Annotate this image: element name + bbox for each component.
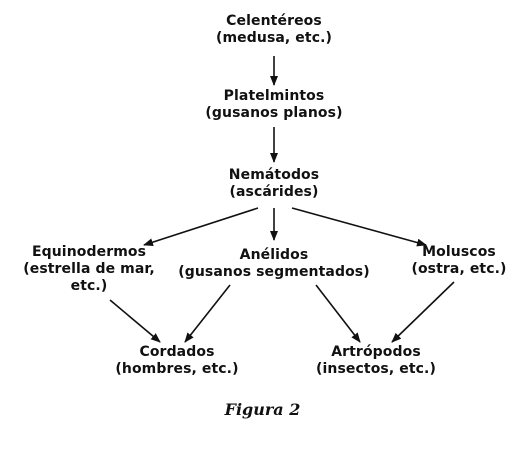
arrow-moluscos-to-artropodos [391, 281, 455, 343]
node-platelmintos: Platelmintos (gusanos planos) [194, 88, 354, 122]
node-nematodos-name: Nemátodos [228, 167, 320, 183]
node-platelmintos-example: (gusanos planos) [205, 105, 343, 121]
node-anelidos-example: (gusanos segmentados) [178, 264, 370, 280]
node-artropodos-name: Artrópodos [331, 344, 421, 360]
arrow-nematodos-to-equinodermos [143, 207, 259, 247]
node-equinodermos-name: Equinodermos [31, 244, 147, 260]
node-nematodos-example: (ascárides) [229, 184, 319, 200]
node-platelmintos-name: Platelmintos [223, 88, 325, 104]
node-moluscos-name: Moluscos [422, 244, 496, 260]
node-anelidos-name: Anélidos [239, 247, 309, 263]
node-celentereos-name: Celentéreos [226, 13, 322, 29]
node-anelidos: Anélidos (gusanos segmentados) [174, 247, 374, 281]
node-cordados-name: Cordados [139, 344, 215, 360]
node-equinodermos-example: (estrella de mar, [23, 261, 155, 277]
node-artropodos: Artrópodos (insectos, etc.) [306, 344, 446, 378]
node-moluscos-example: (ostra, etc.) [411, 261, 507, 277]
node-celentereos: Celentéreos (medusa, etc.) [204, 13, 344, 47]
node-equinodermos-example-cont: etc.) [70, 278, 108, 294]
arrow-equinodermos-to-cordados [109, 299, 161, 343]
arrow-nematodos-to-moluscos [291, 207, 427, 247]
node-moluscos: Moluscos (ostra, etc.) [404, 244, 514, 278]
node-celentereos-example: (medusa, etc.) [215, 30, 333, 46]
figure-caption: Figura 2 [224, 400, 301, 419]
arrow-anelidos-to-artropodos [315, 284, 361, 343]
node-nematodos: Nemátodos (ascárides) [209, 167, 339, 201]
node-artropodos-example: (insectos, etc.) [316, 361, 436, 377]
node-cordados: Cordados (hombres, etc.) [107, 344, 247, 378]
node-equinodermos: Equinodermos (estrella de mar, etc.) [14, 244, 164, 295]
node-cordados-example: (hombres, etc.) [115, 361, 239, 377]
arrow-anelidos-to-cordados [184, 284, 231, 343]
